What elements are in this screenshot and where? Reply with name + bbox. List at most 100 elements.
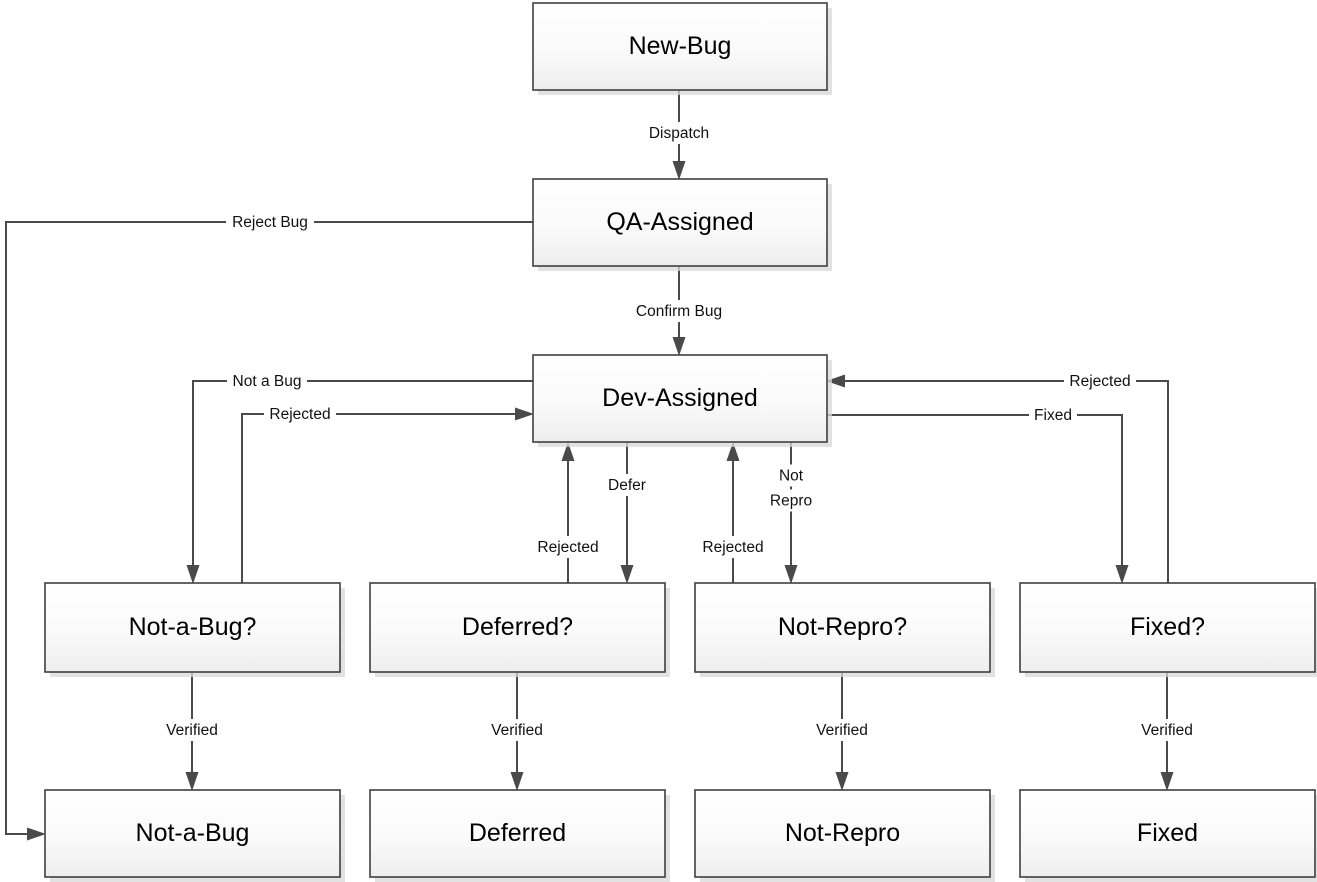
node-label-not-a-bug: Not-a-Bug	[136, 819, 250, 847]
edge-label-text-not-repro-out-1: Repro	[770, 493, 812, 510]
node-not-repro-q[interactable]: Not-Repro?	[694, 582, 995, 677]
node-not-a-bug[interactable]: Not-a-Bug	[44, 789, 345, 882]
node-rect-new-bug[interactable]	[532, 2, 828, 91]
edge-label-bg-not-repro-rejected-0	[697, 536, 769, 558]
node-deferred[interactable]: Deferred	[369, 789, 670, 882]
arrowhead-reject-bug	[27, 827, 46, 841]
edge-not-a-bug-out	[186, 380, 533, 584]
arrowhead-deferred-verified	[510, 772, 524, 791]
node-new-bug[interactable]: New-Bug	[532, 2, 832, 95]
node-label-not-a-bug-q: Not-a-Bug?	[129, 613, 257, 641]
edge-label-not-a-bug-rejected: Rejected	[264, 403, 336, 425]
node-rect-not-repro[interactable]	[694, 789, 991, 878]
node-rect-deferred-q[interactable]	[369, 582, 666, 673]
edge-not-a-bug-rejected	[241, 407, 534, 583]
edge-label-text-fixed-out-0: Fixed	[1034, 407, 1072, 424]
node-label-qa-assigned: QA-Assigned	[606, 208, 753, 236]
edge-label-reject-bug: Reject Bug	[226, 211, 314, 233]
edge-label-bg-not-a-bug-out-0	[227, 370, 307, 392]
node-rect-fixed-q[interactable]	[1019, 582, 1316, 673]
edge-label-fixed-out: Fixed	[1029, 404, 1077, 426]
node-fixed[interactable]: Fixed	[1019, 789, 1317, 882]
edge-path-not-a-bug-out	[192, 380, 533, 580]
edge-label-text-not-a-bug-out-0: Not a Bug	[233, 373, 302, 390]
edge-label-fixed-verified: Verified	[1131, 719, 1203, 741]
edge-label-deferred-rejected: Rejected	[532, 536, 604, 558]
edge-label-not-repro-verified: Verified	[806, 719, 878, 741]
edge-label-text-defer-0: Defer	[608, 477, 646, 494]
edge-label-text-not-repro-rejected-0: Rejected	[702, 539, 763, 556]
node-not-a-bug-q[interactable]: Not-a-Bug?	[44, 582, 345, 677]
edge-label-text-deferred-verified-0: Verified	[491, 722, 543, 739]
edge-label-bg-not-repro-out-1	[767, 489, 815, 512]
edge-fixed-out	[827, 414, 1129, 584]
node-deferred-q[interactable]: Deferred?	[369, 582, 670, 677]
edge-label-text-fixed-rejected-0: Rejected	[1069, 373, 1130, 390]
node-rect-fixed[interactable]	[1019, 789, 1316, 878]
edge-label-bg-defer-0	[603, 474, 651, 496]
node-rect-not-a-bug-q[interactable]	[44, 582, 341, 673]
edge-label-text-not-repro-verified-0: Verified	[816, 722, 868, 739]
arrowhead-fixed-out	[1115, 565, 1129, 584]
arrowhead-not-a-bug-out	[186, 565, 200, 584]
node-rect-not-repro-q[interactable]	[694, 582, 991, 673]
edge-label-text-not-a-bug-verified-0: Verified	[166, 722, 218, 739]
edge-path-fixed-rejected	[830, 380, 1169, 583]
edge-label-bg-confirm-bug-0	[631, 300, 727, 322]
edge-reject-bug	[5, 221, 533, 841]
edge-not-repro-out	[784, 442, 798, 584]
node-dev-assigned[interactable]: Dev-Assigned	[532, 354, 832, 447]
edge-label-text-not-a-bug-rejected-0: Rejected	[269, 406, 330, 423]
edge-label-bg-fixed-out-0	[1029, 404, 1077, 426]
arrowhead-confirm-bug	[672, 337, 686, 356]
edge-label-bg-dispatch-0	[643, 122, 715, 144]
node-label-deferred-q: Deferred?	[462, 613, 573, 641]
arrowhead-not-repro-verified	[835, 772, 849, 791]
arrowhead-not-repro-out	[784, 565, 798, 584]
edge-label-text-confirm-bug-0: Confirm Bug	[636, 303, 722, 320]
edge-label-text-not-repro-out-0: Not	[779, 468, 804, 485]
edge-label-dispatch: Dispatch	[643, 122, 715, 144]
node-rect-not-a-bug[interactable]	[44, 789, 341, 878]
edge-label-bg-not-repro-out-0	[775, 464, 807, 487]
edge-label-bg-not-a-bug-rejected-0	[264, 403, 336, 425]
node-label-not-repro-q: Not-Repro?	[778, 613, 907, 641]
edge-fixed-rejected	[826, 374, 1169, 583]
edge-label-not-repro-rejected: Rejected	[697, 536, 769, 558]
node-label-new-bug: New-Bug	[629, 32, 732, 60]
node-fixed-q[interactable]: Fixed?	[1019, 582, 1317, 677]
edge-label-bg-not-a-bug-verified-0	[156, 719, 228, 741]
edge-label-bg-fixed-rejected-0	[1064, 370, 1136, 392]
node-rect-dev-assigned[interactable]	[532, 354, 828, 443]
edge-deferred-rejected	[561, 442, 575, 583]
edge-label-bg-not-repro-verified-0	[806, 719, 878, 741]
node-not-repro[interactable]: Not-Repro	[694, 789, 995, 882]
node-qa-assigned[interactable]: QA-Assigned	[532, 178, 832, 271]
arrowhead-not-a-bug-verified	[185, 772, 199, 791]
edge-label-confirm-bug: Confirm Bug	[631, 300, 727, 322]
node-label-fixed-q: Fixed?	[1130, 613, 1205, 641]
node-label-deferred: Deferred	[469, 819, 566, 847]
arrowhead-fixed-verified	[1160, 772, 1174, 791]
edge-path-reject-bug	[5, 221, 533, 835]
nodes-layer: New-BugQA-AssignedDev-AssignedNot-a-Bug?…	[44, 2, 1317, 882]
edge-not-repro-rejected	[726, 442, 740, 583]
node-rect-deferred[interactable]	[369, 789, 666, 878]
edge-label-deferred-verified: Verified	[481, 719, 553, 741]
edge-label-bg-deferred-verified-0	[481, 719, 553, 741]
edge-label-defer: Defer	[603, 474, 651, 496]
arrowhead-not-repro-rejected	[726, 442, 740, 461]
arrowhead-fixed-rejected	[826, 374, 845, 388]
edge-label-bg-reject-bug-0	[226, 211, 314, 233]
arrowhead-not-a-bug-rejected	[515, 407, 534, 421]
node-rect-qa-assigned[interactable]	[532, 178, 828, 267]
edge-label-fixed-rejected: Rejected	[1064, 370, 1136, 392]
node-label-dev-assigned: Dev-Assigned	[602, 384, 758, 412]
edge-path-not-a-bug-rejected	[241, 413, 530, 583]
edge-label-text-fixed-verified-0: Verified	[1141, 722, 1193, 739]
edge-path-fixed-out	[827, 414, 1123, 580]
